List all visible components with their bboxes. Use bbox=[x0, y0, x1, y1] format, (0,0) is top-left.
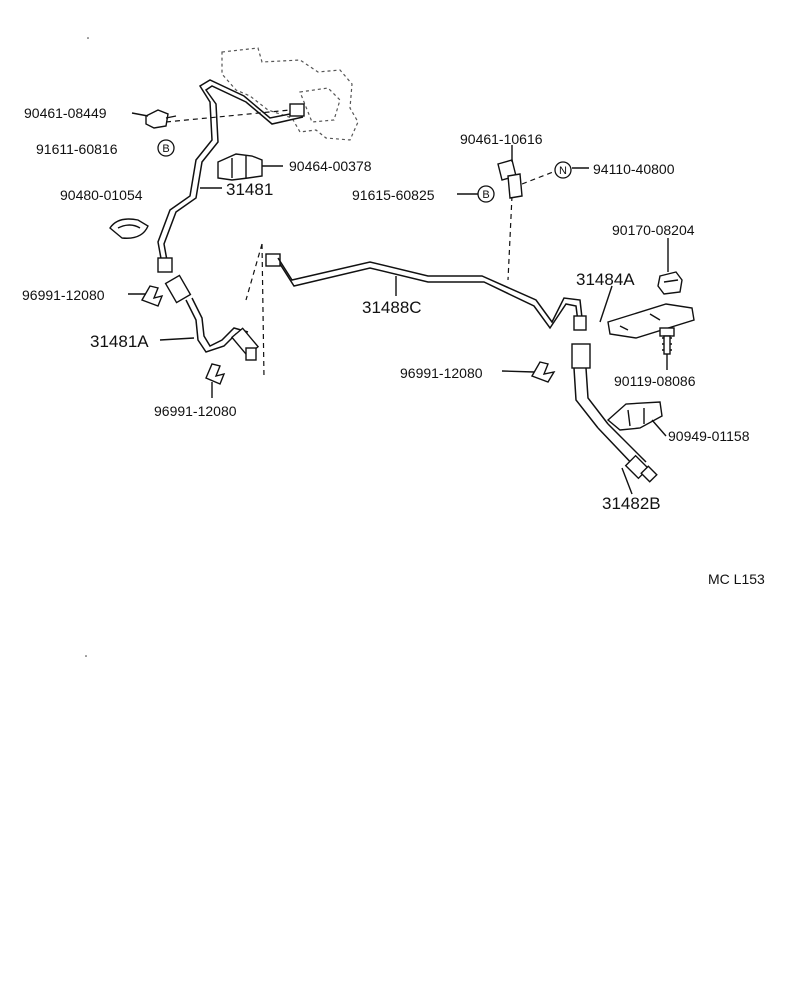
pipe-fitting-top bbox=[289, 103, 305, 117]
label-90480-01054: 90480-01054 bbox=[60, 187, 143, 203]
label-91611-60816: 91611-60816 bbox=[36, 141, 118, 157]
diagram-code: MC L153 bbox=[708, 571, 765, 587]
bolt-90119-08086 bbox=[659, 327, 675, 355]
label-31484A: 31484A bbox=[576, 270, 635, 289]
bracket-31484A bbox=[607, 303, 695, 339]
label-96991-12080-b: 96991-12080 bbox=[154, 403, 237, 419]
hose-fitting-upper bbox=[164, 274, 192, 304]
nut-90170-08204 bbox=[657, 271, 683, 295]
label-31482B: 31482B bbox=[602, 494, 661, 513]
label-90949-01158: 90949-01158 bbox=[668, 428, 750, 444]
nut-marker-n: N bbox=[554, 161, 572, 179]
label-31481: 31481 bbox=[226, 180, 273, 199]
clip-96991-12080-b bbox=[205, 363, 226, 385]
pipe-31488C-right-fitting bbox=[573, 315, 587, 331]
brake-pipe-31488C bbox=[265, 253, 587, 331]
clip-96991-12080-a bbox=[140, 285, 164, 307]
nut-marker-n-text: N bbox=[559, 165, 567, 177]
label-90461-10616: 90461-10616 bbox=[460, 131, 543, 147]
brake-hose-31481A bbox=[164, 274, 260, 361]
clip-90464-00378 bbox=[217, 153, 263, 181]
clamp-90461-08449 bbox=[145, 109, 177, 129]
clip-96991-12080-c bbox=[530, 361, 556, 383]
hose-31482B-end-nut bbox=[640, 465, 658, 483]
clamp-90461-10616 bbox=[497, 159, 523, 199]
label-90119-08086: 90119-08086 bbox=[614, 373, 696, 389]
part-labels: 90461-08449 91611-60816 90464-00378 3148… bbox=[22, 105, 765, 587]
bolt-marker-b-right: B bbox=[477, 185, 495, 203]
label-90170-08204: 90170-08204 bbox=[612, 222, 695, 238]
bolt-marker-b-left: B bbox=[157, 139, 175, 157]
clip-90949-01158 bbox=[606, 401, 663, 431]
label-31481A: 31481A bbox=[90, 332, 149, 351]
label-91615-60825: 91615-60825 bbox=[352, 187, 435, 203]
brake-pipe-31481 bbox=[157, 79, 305, 273]
master-cylinder-outline bbox=[221, 47, 359, 141]
label-96991-12080-c: 96991-12080 bbox=[400, 365, 483, 381]
bolt-marker-b-left-text: B bbox=[162, 143, 169, 155]
grommet-90480-01054 bbox=[109, 218, 149, 239]
label-90464-00378: 90464-00378 bbox=[289, 158, 372, 174]
label-31488C: 31488C bbox=[362, 298, 422, 317]
bolt-marker-b-right-text: B bbox=[482, 189, 489, 201]
brake-hose-31482B bbox=[571, 343, 658, 483]
pipe-31488C-left-fitting bbox=[265, 253, 281, 267]
label-90461-08449: 90461-08449 bbox=[24, 105, 107, 121]
pipe-fitting-lower bbox=[157, 257, 173, 273]
hose-end-nut bbox=[245, 347, 257, 361]
hose-31482B-upper-fitting bbox=[571, 343, 591, 369]
leader-lines bbox=[128, 109, 669, 495]
label-96991-12080-a: 96991-12080 bbox=[22, 287, 105, 303]
label-94110-40800: 94110-40800 bbox=[593, 161, 675, 177]
